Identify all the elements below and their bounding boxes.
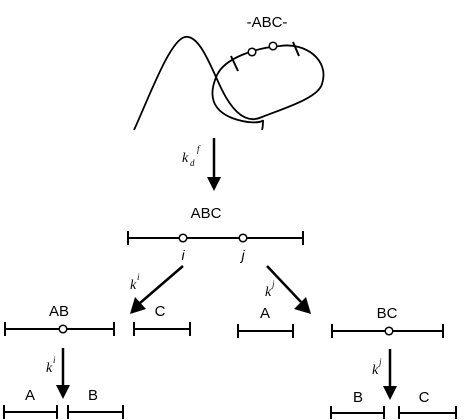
segment-a-bottom: A (3, 387, 58, 419)
segment-abc-label: ABC (191, 205, 222, 222)
segment-a-mid: A (237, 305, 294, 338)
segment-b-bottom-label: B (88, 387, 98, 404)
rate-kd-label: k d f (182, 144, 201, 168)
segment-abc: ABC i j (127, 205, 304, 263)
segment-b-right: B (330, 389, 385, 419)
rate-ki-label: k i (130, 272, 140, 293)
arrow-kd (207, 138, 221, 191)
chromatin-site-2 (268, 41, 278, 51)
rate-kd-sub: d (190, 158, 195, 168)
site-bc (384, 326, 394, 336)
segment-a-bottom-label: A (25, 387, 35, 404)
segment-bc-label: BC (377, 305, 398, 322)
chromatin-strand (133, 36, 325, 131)
segment-a-mid-label: A (260, 305, 270, 322)
rate-ki-lower-label: k i (46, 355, 56, 376)
site-ab (58, 324, 68, 334)
site-j (238, 233, 248, 243)
arrow-ki-lower (56, 348, 70, 399)
rate-kj-lower-base: k (372, 363, 379, 378)
rate-kj-base: k (265, 285, 272, 300)
segment-b-right-label: B (353, 389, 363, 406)
segment-c-label: C (155, 303, 166, 320)
site-j-label: j (239, 247, 245, 263)
segment-ab: AB (4, 303, 115, 336)
chromatin-tick-left (230, 55, 239, 72)
segment-c-right: C (398, 389, 457, 419)
rate-ki-lower-base: k (46, 361, 53, 376)
rate-kj-label: k j (265, 279, 275, 300)
chromatin-site-1 (247, 47, 257, 57)
chromatin-loop: -ABC- (133, 14, 325, 131)
rate-kj-lower-sup: j (378, 357, 382, 367)
segment-b-bottom: B (67, 387, 124, 419)
site-i (178, 233, 188, 243)
rate-ki-sup: i (137, 272, 140, 282)
arrow-kj-lower (383, 349, 397, 400)
segment-c-right-label: C (419, 389, 430, 406)
site-i-label: i (181, 247, 185, 263)
rate-ki-base: k (130, 278, 137, 293)
arrow-kj (266, 265, 311, 314)
chromatin-label: -ABC- (247, 14, 288, 31)
rate-kj-sup: j (271, 279, 275, 289)
segment-c: C (133, 303, 191, 336)
segment-ab-label: AB (49, 303, 69, 320)
rate-ki-lower-sup: i (53, 355, 56, 365)
rate-kd-base: k (182, 151, 189, 166)
chromatin-tick-right (292, 41, 300, 57)
segment-bc: BC (331, 305, 444, 338)
rate-kj-lower-label: k j (372, 357, 382, 378)
arrow-ki (130, 265, 184, 314)
rate-kd-sup: f (197, 144, 201, 154)
